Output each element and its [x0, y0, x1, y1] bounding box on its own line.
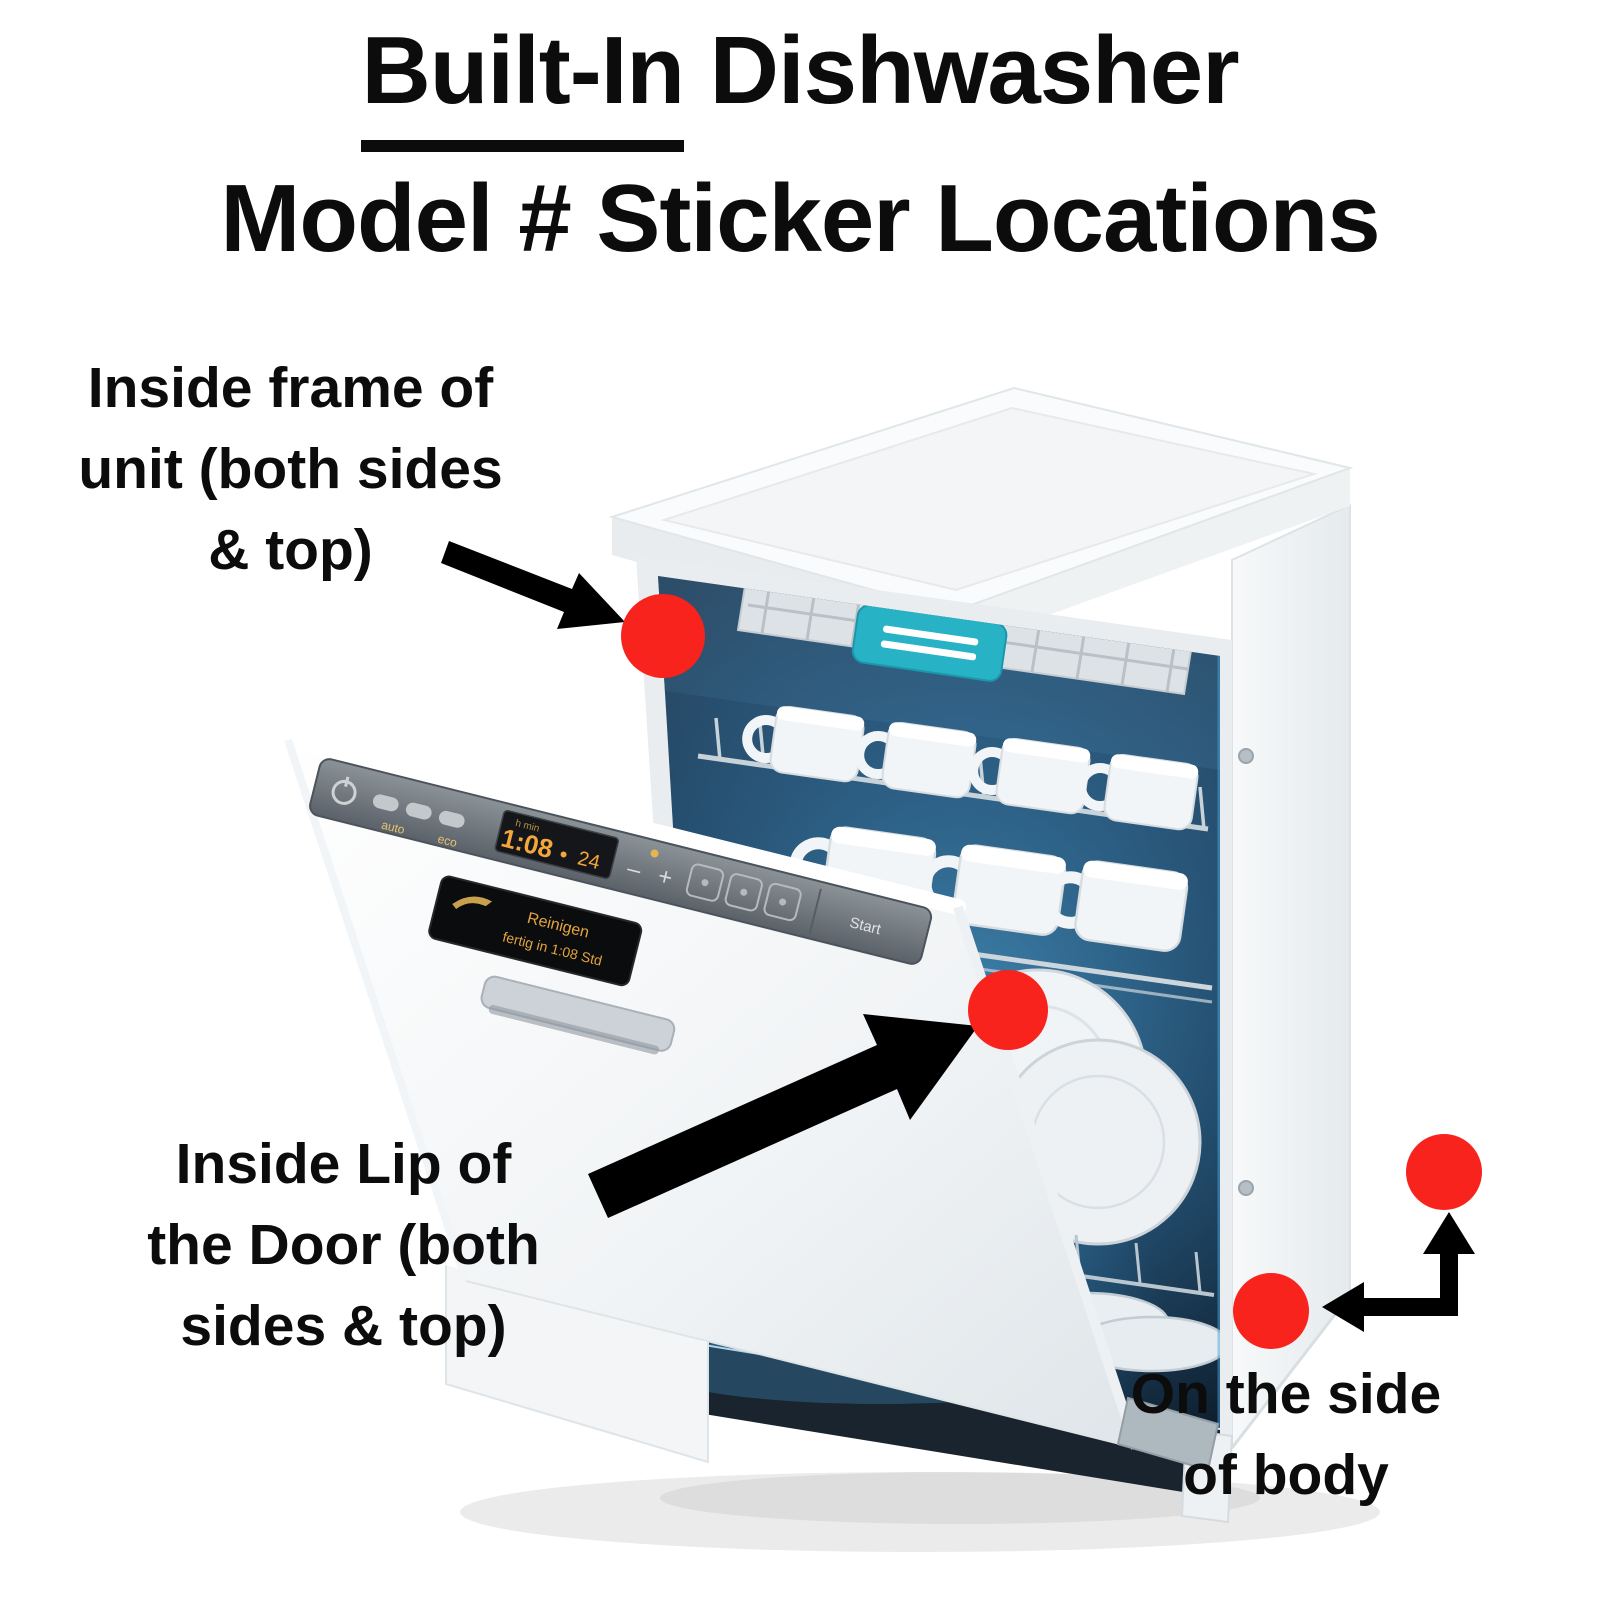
lcd-delay: 24: [575, 847, 602, 874]
panel-lcd: [494, 809, 620, 880]
eco-label: eco: [436, 832, 458, 850]
option-glyph: [701, 879, 709, 887]
sticker-marker-side-lower: [1233, 1273, 1309, 1349]
option-indicator: [650, 849, 659, 858]
option-button: [685, 863, 725, 902]
option-button: [763, 882, 802, 922]
door-handle-shadow: [488, 1004, 660, 1055]
hinge-screws: [1238, 748, 1254, 1196]
plus-button: +: [655, 862, 675, 892]
arrow-side-up-head: [1423, 1212, 1475, 1254]
title-line2: Model # Sticker Locations: [220, 165, 1380, 273]
lcd-dot: [560, 851, 567, 858]
auto-label: auto: [380, 818, 406, 837]
door-control-panel: auto eco h min 1:08 24 – + Start: [309, 758, 933, 1055]
program-button: [372, 794, 399, 812]
title-line1: Built-In Dishwasher: [0, 4, 1600, 153]
program-button: [438, 810, 465, 828]
door: auto eco h min 1:08 24 – + Start: [280, 732, 1141, 1450]
door-left-edge: [284, 738, 470, 1283]
callout-side-of-body: On the side of body: [1130, 1362, 1442, 1507]
callout-inside-lip: Inside Lip of the Door (both sides & top…: [147, 1132, 540, 1358]
sticker-marker-side-upper: [1406, 1134, 1482, 1210]
callout-inside-frame: Inside frame of unit (both sides & top): [78, 356, 503, 582]
option-glyph: [740, 888, 748, 896]
door-top-lip: [280, 732, 966, 915]
cabinet-base-dark: [704, 1346, 1220, 1498]
door-hinge: [1116, 1396, 1220, 1472]
title-rest: Dishwasher: [684, 17, 1240, 124]
cabinet-top: [608, 386, 1354, 650]
arrow-side-shaft: [1358, 1250, 1458, 1316]
program-button: [405, 802, 432, 820]
option-button: [724, 873, 763, 912]
arrow-door-lip: [588, 1014, 978, 1218]
sticker-marker-inside-frame: [621, 594, 705, 678]
arrow-side-of-body: [1322, 1212, 1475, 1332]
control-panel-strip: [309, 758, 933, 965]
sticker-marker-door-lip: [968, 970, 1048, 1050]
ground-shadow: [460, 1472, 1380, 1552]
power-icon-tick: [344, 776, 350, 787]
tray-handle: [851, 604, 1008, 682]
arrow-inside-frame: [441, 541, 625, 629]
brand-swoosh-icon: [452, 896, 493, 910]
title-underlined: Built-In: [361, 4, 685, 153]
arrow-side-left-head: [1322, 1282, 1364, 1332]
page-title: Built-In Dishwasher Model # Sticker Loca…: [0, 4, 1600, 287]
panel-separator: [808, 888, 822, 934]
option-glyph: [779, 898, 787, 906]
